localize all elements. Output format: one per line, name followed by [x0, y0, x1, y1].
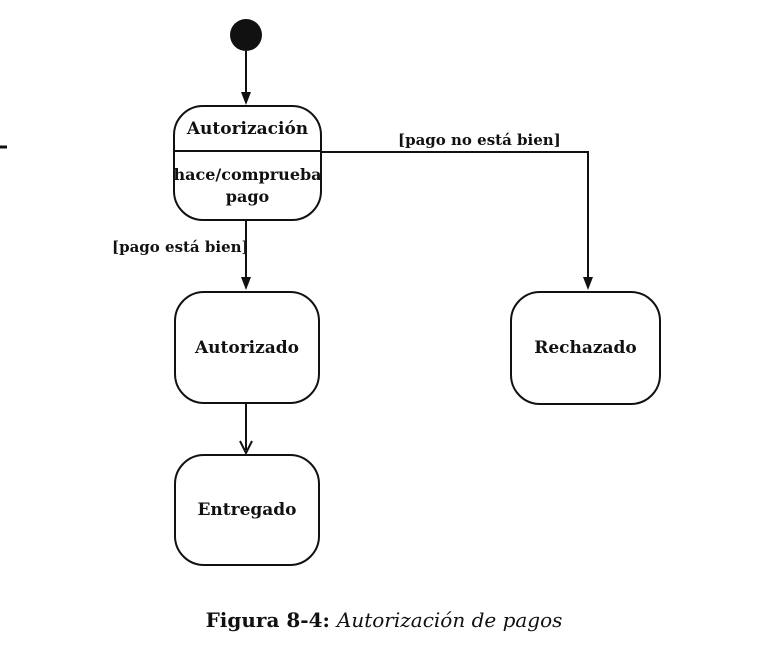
state-entregado: Entregado	[174, 454, 320, 566]
initial-state	[230, 19, 262, 51]
figure-caption-title: Autorización de pagos	[336, 608, 563, 632]
state-rechazado-label: Rechazado	[534, 338, 637, 358]
figure-caption-number: Figura 8-4:	[205, 608, 330, 632]
guard-pago-esta-bien: [pago está bien]	[112, 238, 249, 256]
arrowhead-autorizacion-to-autorizado	[241, 277, 251, 290]
state-entregado-label: Entregado	[197, 500, 297, 520]
state-autorizado: Autorizado	[174, 291, 320, 404]
state-rechazado: Rechazado	[510, 291, 661, 405]
state-autorizacion-title: Autorización	[175, 107, 320, 152]
arrowhead-initial-to-autorizacion	[241, 92, 251, 105]
state-autorizacion: Autorización hace/comprueba pago	[173, 105, 322, 221]
guard-pago-no-esta-bien: [pago no está bien]	[398, 131, 561, 149]
arrowhead-autorizado-to-entregado	[239, 440, 253, 456]
state-autorizado-label: Autorizado	[194, 337, 300, 358]
arrowhead-autorizacion-to-rechazado	[583, 277, 593, 290]
state-autorizacion-activity-line2: pago	[225, 186, 270, 206]
figure-caption: Figura 8-4:Autorización de pagos	[0, 608, 768, 632]
transition-autorizacion-to-rechazado-line	[322, 151, 589, 278]
state-autorizacion-activity-line1: hace/comprueba	[173, 164, 322, 184]
state-autorizacion-activity: hace/comprueba pago	[173, 152, 322, 219]
